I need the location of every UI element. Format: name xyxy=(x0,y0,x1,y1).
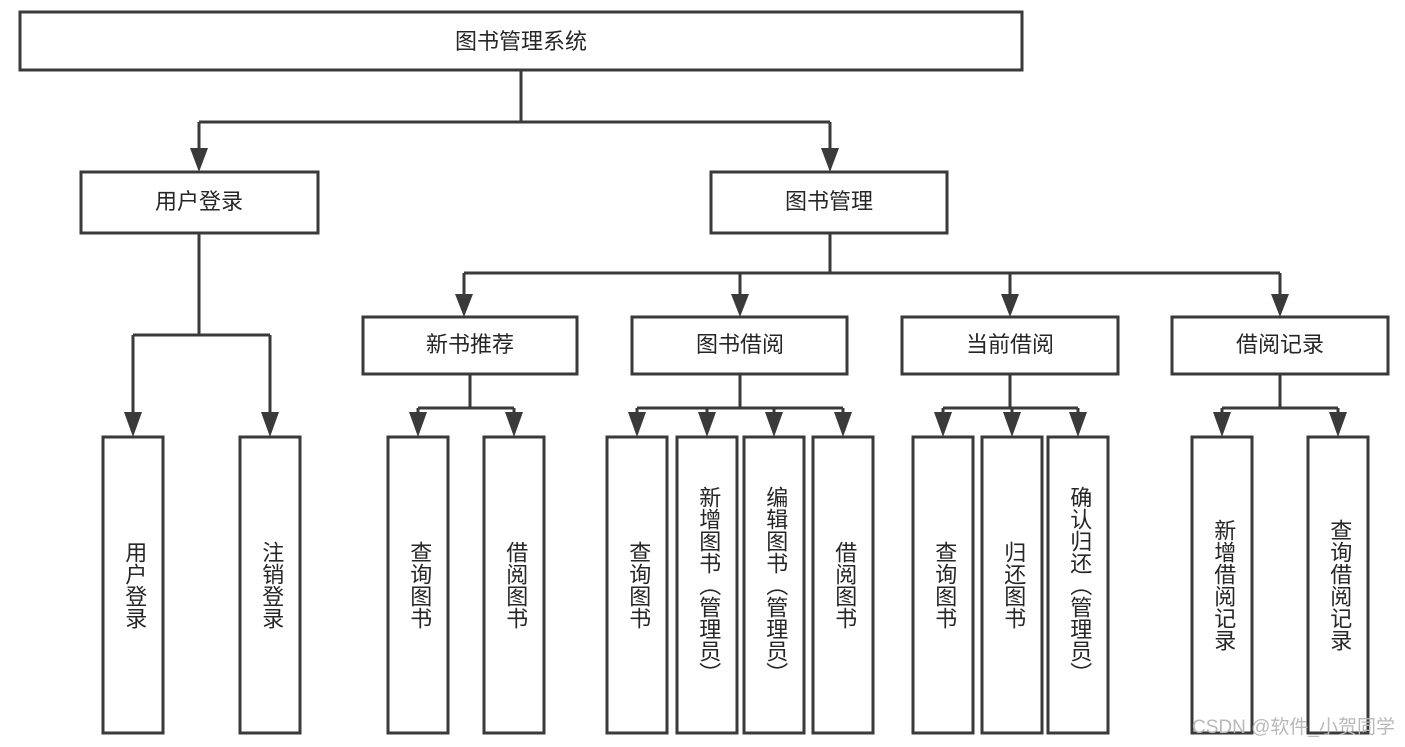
node-leaf-query-book-1-label: 查询图书 xyxy=(407,541,432,629)
node-new-book-recommend-box[interactable] xyxy=(361,315,579,376)
arrowhead-leaf-borrow-book-1 xyxy=(505,412,523,437)
arrowhead-new-book-recommend xyxy=(455,294,473,317)
node-leaf-borrow-book-1-box[interactable] xyxy=(482,435,546,735)
node-current-borrow[interactable]: 当前借阅 xyxy=(900,315,1120,376)
node-leaf-user-login-label: 用户登录 xyxy=(122,541,147,629)
node-book-borrow-box[interactable] xyxy=(630,315,849,376)
arrowhead-current-borrow xyxy=(1001,294,1019,317)
node-borrow-record[interactable]: 借阅记录 xyxy=(1170,315,1390,376)
node-leaf-query-borrow-record-box[interactable] xyxy=(1306,435,1370,735)
node-root-system-label: 图书管理系统 xyxy=(455,29,587,54)
node-leaf-return-book-label: 归还图书 xyxy=(1001,541,1026,629)
node-leaf-confirm-return-admin-label: 确认归还（管理员） xyxy=(1067,486,1092,684)
node-leaf-add-borrow-record-label: 新增借阅记录 xyxy=(1211,519,1236,651)
arrowhead-leaf-query-borrow-record xyxy=(1329,412,1347,437)
node-current-borrow-box[interactable] xyxy=(900,315,1120,376)
arrowhead-borrow-record xyxy=(1271,294,1289,317)
arrowhead-user-login xyxy=(190,148,208,172)
node-leaf-user-login[interactable]: 用户登录 xyxy=(101,435,165,735)
node-leaf-add-borrow-record[interactable]: 新增借阅记录 xyxy=(1190,435,1254,735)
arrowhead-leaf-user-login xyxy=(124,412,142,437)
node-leaf-edit-book-admin-box[interactable] xyxy=(742,435,806,735)
node-leaf-query-book-1[interactable]: 查询图书 xyxy=(386,435,450,735)
node-leaf-confirm-return-admin-box[interactable] xyxy=(1046,435,1110,735)
node-book-borrow-label: 图书借阅 xyxy=(696,332,784,357)
node-leaf-query-book-2-label: 查询图书 xyxy=(626,541,651,629)
csdn-watermark: CSDN @软件_小贺同学 xyxy=(1192,716,1395,738)
arrowhead-leaf-borrow-book-2 xyxy=(834,412,852,437)
arrowhead-leaf-add-borrow-record xyxy=(1213,412,1231,437)
connector-current-borrow-to-leaves xyxy=(934,374,1087,437)
arrowhead-book-manage xyxy=(821,148,839,172)
connector-borrow-record-to-leaves xyxy=(1213,374,1347,437)
connector-book-borrow-to-leaves xyxy=(628,374,852,437)
node-user-login-label: 用户登录 xyxy=(155,189,243,214)
node-leaf-borrow-book-2-label: 借阅图书 xyxy=(832,541,857,629)
node-leaf-borrow-book-1-label: 借阅图书 xyxy=(503,541,528,629)
node-leaf-add-book-admin-box[interactable] xyxy=(675,435,739,735)
node-leaf-logout-login-label: 注销登录 xyxy=(259,541,284,629)
node-leaf-edit-book-admin[interactable]: 编辑图书（管理员） xyxy=(742,435,806,735)
arrowhead-leaf-edit-book-admin xyxy=(765,412,783,437)
node-leaf-add-book-admin[interactable]: 新增图书（管理员） xyxy=(675,435,739,735)
node-leaf-query-borrow-record-label: 查询借阅记录 xyxy=(1327,519,1352,651)
node-book-manage-label: 图书管理 xyxy=(785,189,873,214)
node-root-system-box[interactable] xyxy=(18,10,1024,72)
node-leaf-borrow-book-2[interactable]: 借阅图书 xyxy=(811,435,875,735)
node-leaf-borrow-book-2-box[interactable] xyxy=(811,435,875,735)
node-current-borrow-label: 当前借阅 xyxy=(966,332,1054,357)
node-leaf-borrow-book-1[interactable]: 借阅图书 xyxy=(482,435,546,735)
node-leaf-query-book-2[interactable]: 查询图书 xyxy=(605,435,669,735)
node-leaf-query-book-3[interactable]: 查询图书 xyxy=(911,435,975,735)
arrowhead-leaf-add-book-admin xyxy=(698,412,716,437)
node-book-manage[interactable]: 图书管理 xyxy=(709,170,949,235)
node-new-book-recommend-label: 新书推荐 xyxy=(426,332,514,357)
node-leaf-query-book-1-box[interactable] xyxy=(386,435,450,735)
connector-book-manage-to-level3 xyxy=(455,233,1289,317)
node-leaf-query-book-3-box[interactable] xyxy=(911,435,975,735)
arrowhead-leaf-return-book xyxy=(1003,412,1021,437)
arrowhead-leaf-query-book-3 xyxy=(934,412,952,437)
node-leaf-query-book-2-box[interactable] xyxy=(605,435,669,735)
node-borrow-record-box[interactable] xyxy=(1170,315,1390,376)
arrowhead-leaf-query-book-1 xyxy=(409,412,427,437)
connector-user-login-to-leaves xyxy=(124,233,279,437)
arrowhead-leaf-logout-login xyxy=(261,412,279,437)
connector-new-book-recommend-to-leaves xyxy=(409,374,523,437)
arrowhead-leaf-query-book-2 xyxy=(628,412,646,437)
node-book-borrow[interactable]: 图书借阅 xyxy=(630,315,849,376)
node-user-login[interactable]: 用户登录 xyxy=(79,170,320,235)
node-leaf-return-book[interactable]: 归还图书 xyxy=(980,435,1044,735)
node-leaf-query-borrow-record[interactable]: 查询借阅记录 xyxy=(1306,435,1370,735)
node-root-system[interactable]: 图书管理系统 xyxy=(18,10,1024,72)
node-user-login-box[interactable] xyxy=(79,170,320,235)
node-leaf-logout-login-box[interactable] xyxy=(238,435,302,735)
node-borrow-record-label: 借阅记录 xyxy=(1236,332,1324,357)
node-book-manage-box[interactable] xyxy=(709,170,949,235)
node-leaf-user-login-box[interactable] xyxy=(101,435,165,735)
arrowhead-leaf-confirm-return-admin xyxy=(1069,412,1087,437)
arrowhead-book-borrow xyxy=(731,294,749,317)
node-leaf-add-borrow-record-box[interactable] xyxy=(1190,435,1254,735)
node-leaf-query-book-3-label: 查询图书 xyxy=(932,541,957,629)
node-leaf-add-book-admin-label: 新增图书（管理员） xyxy=(696,486,721,684)
node-leaf-logout-login[interactable]: 注销登录 xyxy=(238,435,302,735)
connector-root-to-level2 xyxy=(190,70,839,172)
node-leaf-edit-book-admin-label: 编辑图书（管理员） xyxy=(763,486,788,684)
node-leaf-confirm-return-admin[interactable]: 确认归还（管理员） xyxy=(1046,435,1110,735)
node-leaf-return-book-box[interactable] xyxy=(980,435,1044,735)
node-new-book-recommend[interactable]: 新书推荐 xyxy=(361,315,579,376)
